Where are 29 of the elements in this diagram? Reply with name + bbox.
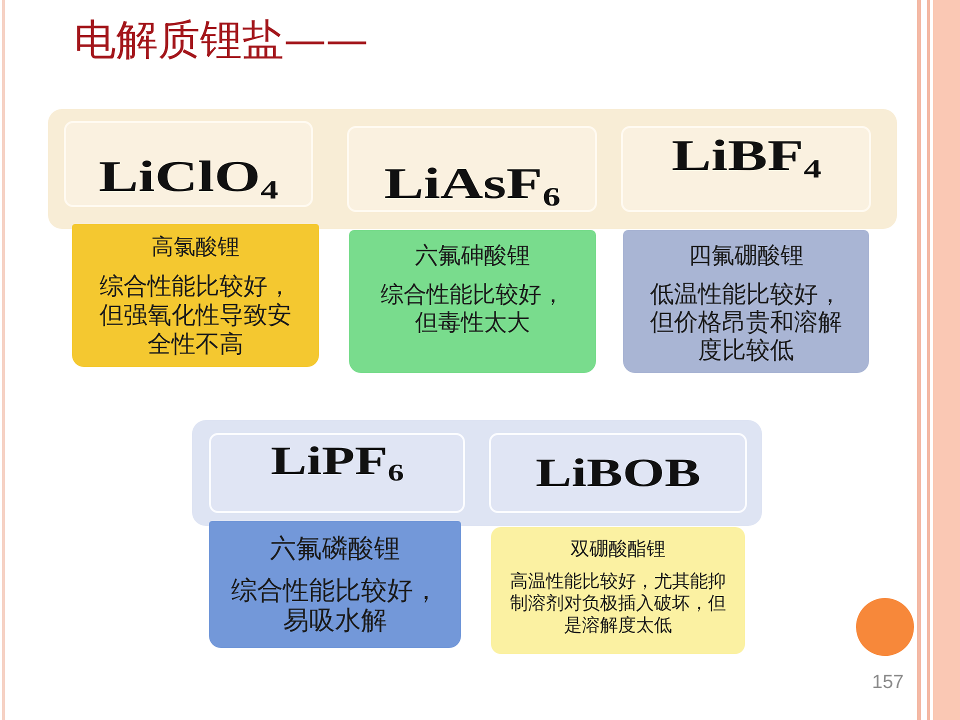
formula-box bbox=[621, 126, 871, 212]
formula-text: LiBF$_{4}$ bbox=[671, 134, 821, 178]
card-text: 综合性能比较好，但毒性太大 bbox=[380, 281, 566, 337]
formula-box bbox=[347, 126, 597, 212]
panel-band bbox=[192, 420, 762, 526]
card-heading: 六氟磷酸锂 bbox=[270, 533, 400, 566]
formula-text: LiBOB bbox=[535, 453, 701, 493]
page-number: 157 bbox=[872, 672, 904, 695]
info-card bbox=[209, 521, 461, 648]
card-text: 综合性能比较好，易吸水解 bbox=[230, 576, 440, 636]
card-text: 高温性能比较好，尤其能抑制溶剂对负极插入破坏，但是溶解度太低 bbox=[509, 571, 727, 637]
info-card bbox=[491, 527, 745, 654]
formula-text: LiClO$_{4}$ bbox=[98, 155, 278, 199]
card-text: 综合性能比较好，但强氧化性导致安全性不高 bbox=[98, 272, 292, 359]
info-card bbox=[623, 230, 869, 373]
card-heading: 高氯酸锂 bbox=[152, 234, 240, 262]
formula-text: LiPF$_{6}$ bbox=[270, 441, 404, 481]
slide-title: 电解质锂盐—— bbox=[74, 14, 368, 66]
card-text: 低温性能比较好，但价格昂贵和溶解度比较低 bbox=[649, 280, 843, 364]
card-heading: 六氟砷酸锂 bbox=[415, 242, 530, 271]
info-card bbox=[349, 230, 596, 373]
formula-box bbox=[489, 433, 747, 513]
formula-box bbox=[64, 121, 313, 207]
formula-text: LiAsF$_{6}$ bbox=[384, 162, 560, 206]
card-heading: 四氟硼酸锂 bbox=[688, 242, 804, 271]
formula-box bbox=[209, 433, 465, 513]
info-card bbox=[72, 224, 319, 367]
card-heading: 双硼酸酯锂 bbox=[570, 537, 666, 561]
panel-band bbox=[48, 109, 897, 229]
